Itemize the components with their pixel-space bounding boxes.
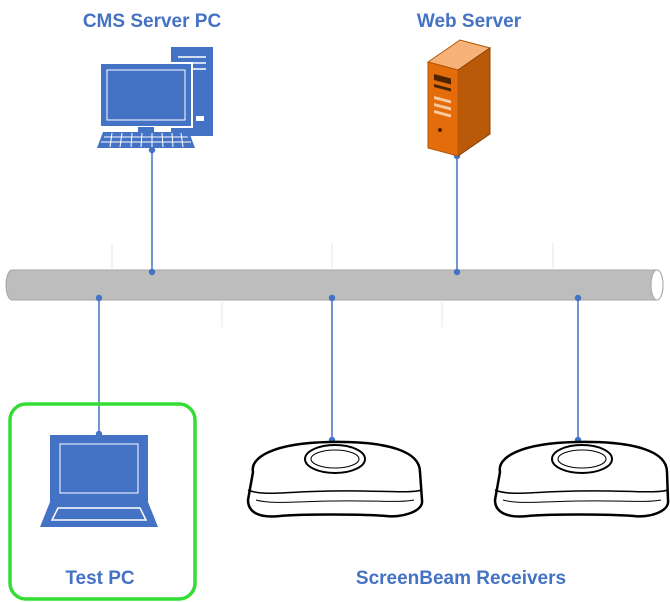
laptop-screen xyxy=(59,443,139,494)
bus-pipe-body xyxy=(5,269,664,301)
link-dot xyxy=(95,294,103,302)
receiver-2-button xyxy=(551,444,613,474)
link-dot xyxy=(148,268,156,276)
server-front xyxy=(427,61,459,157)
link-dot xyxy=(148,146,156,154)
screenbeam-receiver-icon xyxy=(493,440,670,518)
link-dot xyxy=(453,268,461,276)
test-pc-highlight xyxy=(8,402,197,601)
screenbeam-receiver-icon xyxy=(246,440,424,518)
receivers-label: ScreenBeam Receivers xyxy=(356,568,566,589)
receiver-1-body xyxy=(246,440,424,518)
tower-server-icon xyxy=(426,39,492,157)
test-pc-label: Test PC xyxy=(65,568,135,589)
network-bus xyxy=(5,243,664,327)
receiver-2-body xyxy=(493,440,670,518)
laptop-base xyxy=(40,502,158,527)
desktop-computer-icon xyxy=(97,47,213,148)
laptop-icon xyxy=(40,435,158,527)
cms-server-label: CMS Server PC xyxy=(83,11,222,32)
web-server-label: Web Server xyxy=(417,11,522,32)
link-dot xyxy=(328,294,336,302)
bus-pipe-end xyxy=(650,269,664,301)
link-dot xyxy=(574,294,582,302)
receiver-1-button xyxy=(304,444,366,474)
